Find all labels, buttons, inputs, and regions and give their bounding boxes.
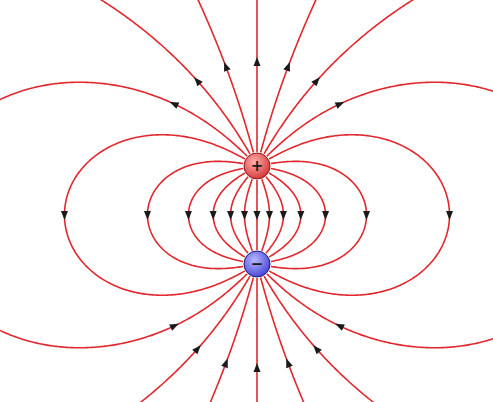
arrowhead: [446, 211, 453, 220]
field-line: [269, 135, 449, 295]
arrowhead: [283, 61, 293, 72]
arrowhead: [168, 99, 179, 109]
field-line: [271, 168, 326, 261]
field-line: [271, 161, 367, 268]
positive-charge: +: [243, 152, 271, 180]
arrowhead: [192, 75, 203, 86]
arrowhead: [254, 211, 261, 220]
field-line: [264, 276, 493, 402]
arrowhead: [311, 75, 322, 86]
arrowhead: [254, 57, 261, 66]
field-line: [261, 0, 346, 152]
arrowhead: [266, 211, 273, 220]
charge-sign: −: [251, 257, 264, 272]
arrowhead: [61, 211, 68, 220]
field-line: [256, 0, 258, 152]
arrowhead: [311, 343, 322, 354]
arrowhead: [210, 211, 217, 220]
field-line: [264, 0, 493, 154]
field-line: [256, 278, 258, 402]
arrowhead: [192, 343, 203, 354]
arrowhead: [221, 357, 231, 368]
field-line: [0, 276, 250, 402]
arrowhead: [335, 99, 346, 109]
field-line: [168, 278, 253, 402]
negative-charge: −: [243, 250, 271, 278]
field-line: [148, 161, 244, 268]
arrowhead: [334, 321, 345, 331]
arrowhead: [185, 211, 192, 220]
field-line: [168, 0, 253, 152]
arrowhead: [363, 211, 370, 220]
arrowhead: [283, 357, 293, 368]
arrowhead: [227, 211, 234, 220]
arrowhead: [254, 363, 261, 372]
field-line: [231, 177, 248, 254]
arrowhead: [169, 321, 180, 331]
arrowhead: [241, 211, 248, 220]
field-line: [64, 135, 244, 295]
field-line: [269, 173, 301, 257]
arrowhead: [144, 211, 151, 220]
field-line: [0, 82, 247, 156]
field-line: [188, 168, 243, 261]
arrowhead: [221, 61, 231, 72]
arrowhead: [322, 211, 329, 220]
field-line: [0, 274, 247, 348]
field-line: [0, 0, 250, 154]
field-line: [261, 278, 346, 402]
arrowhead: [280, 211, 287, 220]
charge-sign: +: [251, 159, 264, 174]
field-line: [213, 173, 245, 257]
arrowhead: [297, 211, 304, 220]
field-line: [266, 177, 283, 254]
